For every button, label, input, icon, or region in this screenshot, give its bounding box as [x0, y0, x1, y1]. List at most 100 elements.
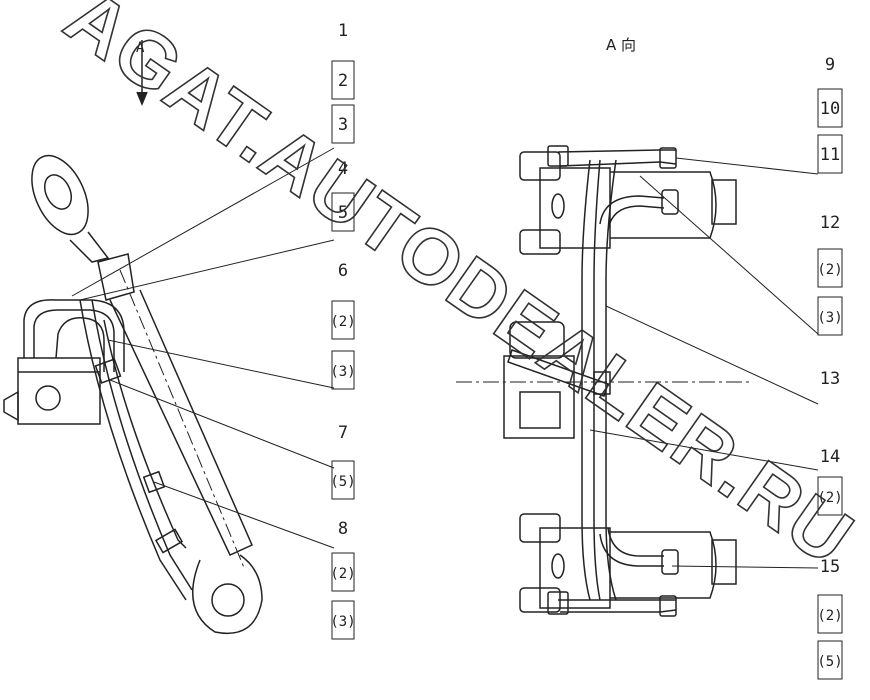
callout-box	[817, 248, 843, 288]
left-leader-lines	[71, 147, 335, 549]
callout-label: 7	[338, 423, 348, 443]
callout-label: (2)	[330, 314, 355, 330]
valve-flange	[3, 390, 19, 422]
callout-left-11: 8	[338, 519, 348, 539]
callout-label: (3)	[817, 310, 842, 326]
callout-box	[817, 640, 843, 680]
callout-right-4: 12	[820, 213, 840, 233]
bottom-cylinder-body	[539, 527, 611, 609]
callout-box	[331, 460, 355, 500]
bottom-cross-fitting	[659, 595, 677, 617]
callout-right-9: (2)	[817, 476, 843, 516]
central-valve-cap	[509, 321, 565, 359]
top-branch-hose-inner	[607, 205, 665, 231]
hose-clamp-bottom	[154, 528, 184, 554]
bottom-branch-hose-inner	[607, 527, 664, 557]
long-hose-a	[79, 299, 187, 601]
long-hose-b	[91, 299, 193, 591]
top-branch-hose	[599, 195, 665, 225]
hose-loop-outer	[23, 299, 125, 372]
bottom-hose-fitting	[661, 549, 679, 575]
top-cylinder-cap	[711, 179, 737, 225]
callout-left-3: 3	[331, 104, 355, 144]
bottom-cylinder-cap	[711, 539, 737, 585]
top-cylinder-barrel	[610, 171, 717, 239]
callout-right-1: 9	[825, 55, 835, 75]
hose-clamp-lower	[142, 470, 166, 494]
callout-right-7: 13	[820, 369, 840, 389]
callout-box	[817, 296, 843, 336]
bottom-left-fitting	[547, 591, 569, 615]
callout-box	[331, 600, 355, 640]
callout-label: 5	[338, 203, 348, 223]
callout-left-5: 5	[331, 192, 355, 232]
watermark-text: AGAT.AUTODEALER.RU	[50, 0, 869, 582]
callout-box	[331, 300, 355, 340]
callout-label: 3	[338, 115, 348, 135]
callout-label: (3)	[330, 614, 355, 630]
top-hose-fitting	[661, 189, 679, 215]
diagonal-pipe	[507, 349, 609, 397]
callout-label: (2)	[817, 262, 842, 278]
side-view-assembly	[3, 40, 263, 634]
callout-box	[817, 476, 843, 516]
callout-label: 14	[820, 447, 840, 467]
top-fitting-block	[97, 253, 135, 301]
callout-box	[331, 60, 355, 100]
callout-label: 4	[338, 159, 348, 179]
callout-left-13: (3)	[330, 600, 356, 640]
callout-label: (2)	[817, 608, 842, 624]
callout-box	[331, 192, 355, 232]
main-hose-right	[605, 159, 617, 601]
top-cross-hose	[557, 149, 676, 153]
callout-box	[817, 594, 843, 634]
callout-label: 2	[338, 71, 348, 91]
callout-left-8: (3)	[330, 350, 356, 390]
callout-right-10: 15	[820, 557, 840, 577]
callout-label: 13	[820, 369, 840, 389]
main-hose-left	[581, 159, 591, 601]
callout-left-10: (5)	[330, 460, 356, 500]
callout-box	[331, 350, 355, 390]
main-hose-mid	[593, 159, 601, 601]
bottom-cross-hose-lower	[560, 609, 677, 613]
callout-left-4: 4	[338, 159, 348, 179]
callout-label: 8	[338, 519, 348, 539]
left-callout-column: 1 2 3 4 5 6 (2) (3) 7 (5) 8 (2) (3)	[330, 21, 356, 640]
lower-lug-hole	[211, 583, 245, 617]
front-view-assembly	[456, 145, 752, 617]
callout-label: 1	[338, 21, 348, 41]
upper-lug	[31, 154, 89, 236]
callout-label: (5)	[817, 654, 842, 670]
right-leader-lines	[589, 157, 819, 569]
callout-label: 10	[820, 99, 840, 119]
callout-left-12: (2)	[330, 552, 356, 592]
callout-right-5: (2)	[817, 248, 843, 288]
callout-label: 6	[338, 261, 348, 281]
callout-box	[817, 88, 843, 128]
hose-loop-mid	[55, 317, 105, 372]
callout-label: (3)	[330, 364, 355, 380]
pipe-connector	[593, 371, 611, 395]
callout-right-2: 10	[817, 88, 843, 128]
long-hose-c	[103, 319, 187, 549]
view-arrow-head	[136, 91, 148, 106]
valve-block	[17, 357, 101, 425]
top-cross-fitting	[659, 147, 677, 169]
top-cross-hose-lower	[559, 161, 677, 167]
cylinder-centerline	[119, 269, 246, 571]
cylinder-tube	[109, 289, 253, 556]
callout-left-1: 1	[338, 21, 348, 41]
top-cylinder-hole	[551, 193, 565, 219]
callout-right-12: (5)	[817, 640, 843, 680]
callout-label: (5)	[330, 474, 355, 490]
upper-lug-neck	[69, 231, 110, 263]
central-valve-lower	[519, 391, 561, 429]
callout-label: 11	[820, 145, 840, 165]
central-valve-block	[503, 355, 575, 439]
callout-label: 9	[825, 55, 835, 75]
hose-clamp-upper	[94, 358, 122, 384]
bottom-cylinder-hole	[551, 553, 565, 579]
callout-left-7: (2)	[330, 300, 356, 340]
